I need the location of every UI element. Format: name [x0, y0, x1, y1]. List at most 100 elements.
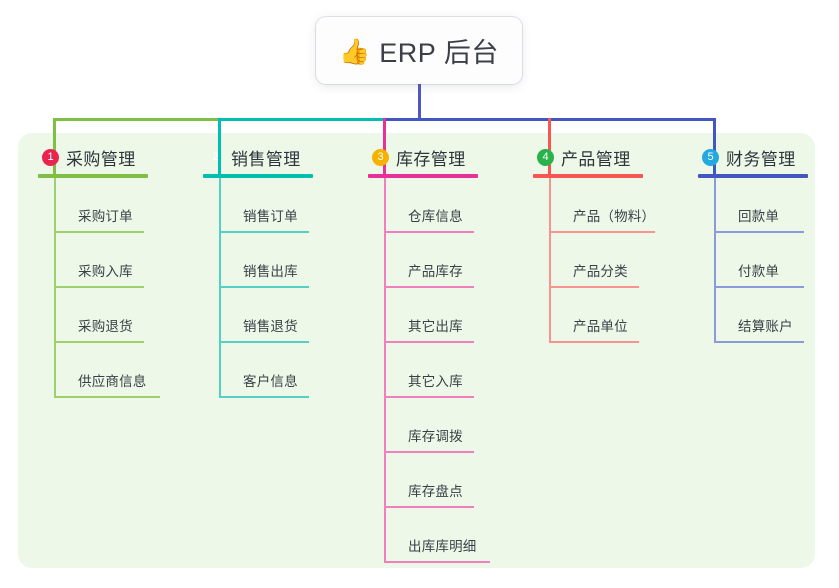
leaf-node[interactable]: 库存调拨 — [386, 398, 518, 453]
branch-header-rule-1 — [38, 174, 148, 178]
leaf-node-label: 采购入库 — [78, 264, 133, 279]
leaf-node-label: 采购退货 — [78, 319, 133, 334]
leaf-node-label: 产品分类 — [573, 264, 628, 279]
leaf-node-label: 采购订单 — [78, 209, 133, 224]
branch-column-4[interactable]: 4 产品管理产品（物料） 产品分类产品单位 — [533, 146, 683, 343]
leaf-node[interactable]: 结算账户 — [716, 288, 839, 343]
leaf-node[interactable]: 库存盘点 — [386, 453, 518, 508]
leaf-node[interactable]: 采购退货 — [56, 288, 188, 343]
root-stem — [418, 84, 421, 119]
leaf-node-rule — [221, 286, 309, 288]
leaf-node-label: 其它入库 — [408, 374, 463, 389]
leaf-node-rule — [221, 231, 309, 233]
branch-header-rule-4 — [533, 174, 643, 178]
leaf-node-label: 出库库明细 — [408, 539, 477, 554]
leaf-node-rule — [551, 286, 639, 288]
leaf-node-rule — [221, 396, 309, 398]
leaf-node[interactable]: 其它入库 — [386, 343, 518, 398]
diagram-background-panel — [18, 133, 815, 568]
branch-drop-1 — [53, 118, 56, 176]
branch-column-1[interactable]: 1 采购管理采购订单采购入库采购退货供应商信息 — [38, 146, 188, 398]
branch-header-4[interactable]: 4 产品管理 — [533, 146, 683, 169]
leaf-node-rule — [551, 231, 655, 233]
leaf-node-label: 库存调拨 — [408, 429, 463, 444]
leaf-node-rule — [386, 286, 474, 288]
leaf-node-rule — [386, 396, 474, 398]
leaf-node-rule — [386, 451, 474, 453]
leaf-node-rule — [56, 341, 144, 343]
branch-badge-3: 3 — [372, 148, 389, 166]
leaf-node[interactable]: 付款单 — [716, 233, 839, 288]
thumbs-up-icon: 👍 — [339, 37, 371, 66]
leaf-node[interactable]: 产品单位 — [551, 288, 683, 343]
leaf-node[interactable]: 销售出库 — [221, 233, 353, 288]
leaf-node-label: 销售订单 — [243, 209, 298, 224]
leaf-node-label: 产品单位 — [573, 319, 628, 334]
branch-title-4: 产品管理 — [561, 149, 631, 169]
branch-drop-2 — [218, 118, 221, 176]
leaf-node-rule — [716, 231, 804, 233]
root-node-label: ERP 后台 — [379, 38, 499, 68]
branch-body-4: 产品（物料） 产品分类产品单位 — [533, 178, 683, 343]
leaf-node-label: 产品（物料） — [573, 209, 656, 224]
branch-title-3: 库存管理 — [396, 149, 466, 169]
branch-badge-2: 2 — [212, 150, 219, 163]
leaf-node-label: 库存盘点 — [408, 484, 463, 499]
leaf-node-rule — [551, 341, 639, 343]
branch-badge-1: 1 — [42, 148, 59, 166]
branch-header-2[interactable]: 2 销售管理 — [203, 146, 353, 169]
leaf-node[interactable]: 仓库信息 — [386, 178, 518, 233]
branch-drop-5 — [713, 118, 716, 176]
leaf-node-rule — [221, 341, 309, 343]
branch-spine-2 — [219, 178, 221, 398]
branch-body-3: 仓库信息产品库存其它出库其它入库库存调拨库存盘点出库库明细 — [368, 178, 518, 563]
leaf-node-label: 仓库信息 — [408, 209, 463, 224]
leaf-node-label: 产品库存 — [408, 264, 463, 279]
branch-column-5[interactable]: 5 财务管理回款单付款单结算账户 — [698, 146, 839, 343]
bus-segment-2 — [219, 118, 386, 121]
branch-header-rule-2 — [203, 174, 313, 178]
leaf-node[interactable]: 产品库存 — [386, 233, 518, 288]
bus-segment-1 — [54, 118, 221, 121]
leaf-node[interactable]: 采购订单 — [56, 178, 188, 233]
leaf-node-rule — [56, 231, 144, 233]
leaf-node-label: 供应商信息 — [78, 374, 147, 389]
branch-spine-4 — [549, 178, 551, 343]
branch-badge-4: 4 — [537, 148, 554, 166]
leaf-node-rule — [386, 231, 474, 233]
leaf-node[interactable]: 销售订单 — [221, 178, 353, 233]
branch-header-5[interactable]: 5 财务管理 — [698, 146, 839, 169]
leaf-node-rule — [386, 341, 474, 343]
leaf-node[interactable]: 客户信息 — [221, 343, 353, 398]
branch-column-2[interactable]: 2 销售管理销售订单销售出库销售退货客户信息 — [203, 146, 353, 398]
branch-title-5: 财务管理 — [726, 149, 796, 169]
branch-header-3[interactable]: 3 库存管理 — [368, 146, 518, 169]
leaf-node-rule — [716, 341, 804, 343]
branch-column-3[interactable]: 3 库存管理仓库信息产品库存其它出库其它入库库存调拨库存盘点出库库明细 — [368, 146, 518, 563]
branch-header-rule-3 — [368, 174, 478, 178]
leaf-node[interactable]: 供应商信息 — [56, 343, 188, 398]
leaf-node[interactable]: 回款单 — [716, 178, 839, 233]
leaf-node[interactable]: 出库库明细 — [386, 508, 518, 563]
leaf-node-label: 销售退货 — [243, 319, 298, 334]
branch-body-2: 销售订单销售出库销售退货客户信息 — [203, 178, 353, 398]
leaf-node-label: 其它出库 — [408, 319, 463, 334]
branch-title-2: 销售管理 — [231, 149, 301, 169]
branch-spine-3 — [384, 178, 386, 563]
branch-title-1: 采购管理 — [66, 149, 136, 169]
leaf-node[interactable]: 产品（物料） — [551, 178, 683, 233]
branch-drop-4 — [548, 118, 551, 176]
branch-header-rule-5 — [698, 174, 808, 178]
leaf-node[interactable]: 采购入库 — [56, 233, 188, 288]
leaf-node[interactable]: 产品分类 — [551, 233, 683, 288]
branch-badge-5: 5 — [702, 148, 719, 166]
leaf-node[interactable]: 其它出库 — [386, 288, 518, 343]
leaf-node-rule — [56, 396, 160, 398]
root-node[interactable]: 👍 ERP 后台 — [316, 17, 522, 84]
branch-header-1[interactable]: 1 采购管理 — [38, 146, 188, 169]
branch-body-1: 采购订单采购入库采购退货供应商信息 — [38, 178, 188, 398]
leaf-node[interactable]: 销售退货 — [221, 288, 353, 343]
leaf-node-label: 回款单 — [738, 209, 780, 224]
leaf-node-rule — [56, 286, 144, 288]
